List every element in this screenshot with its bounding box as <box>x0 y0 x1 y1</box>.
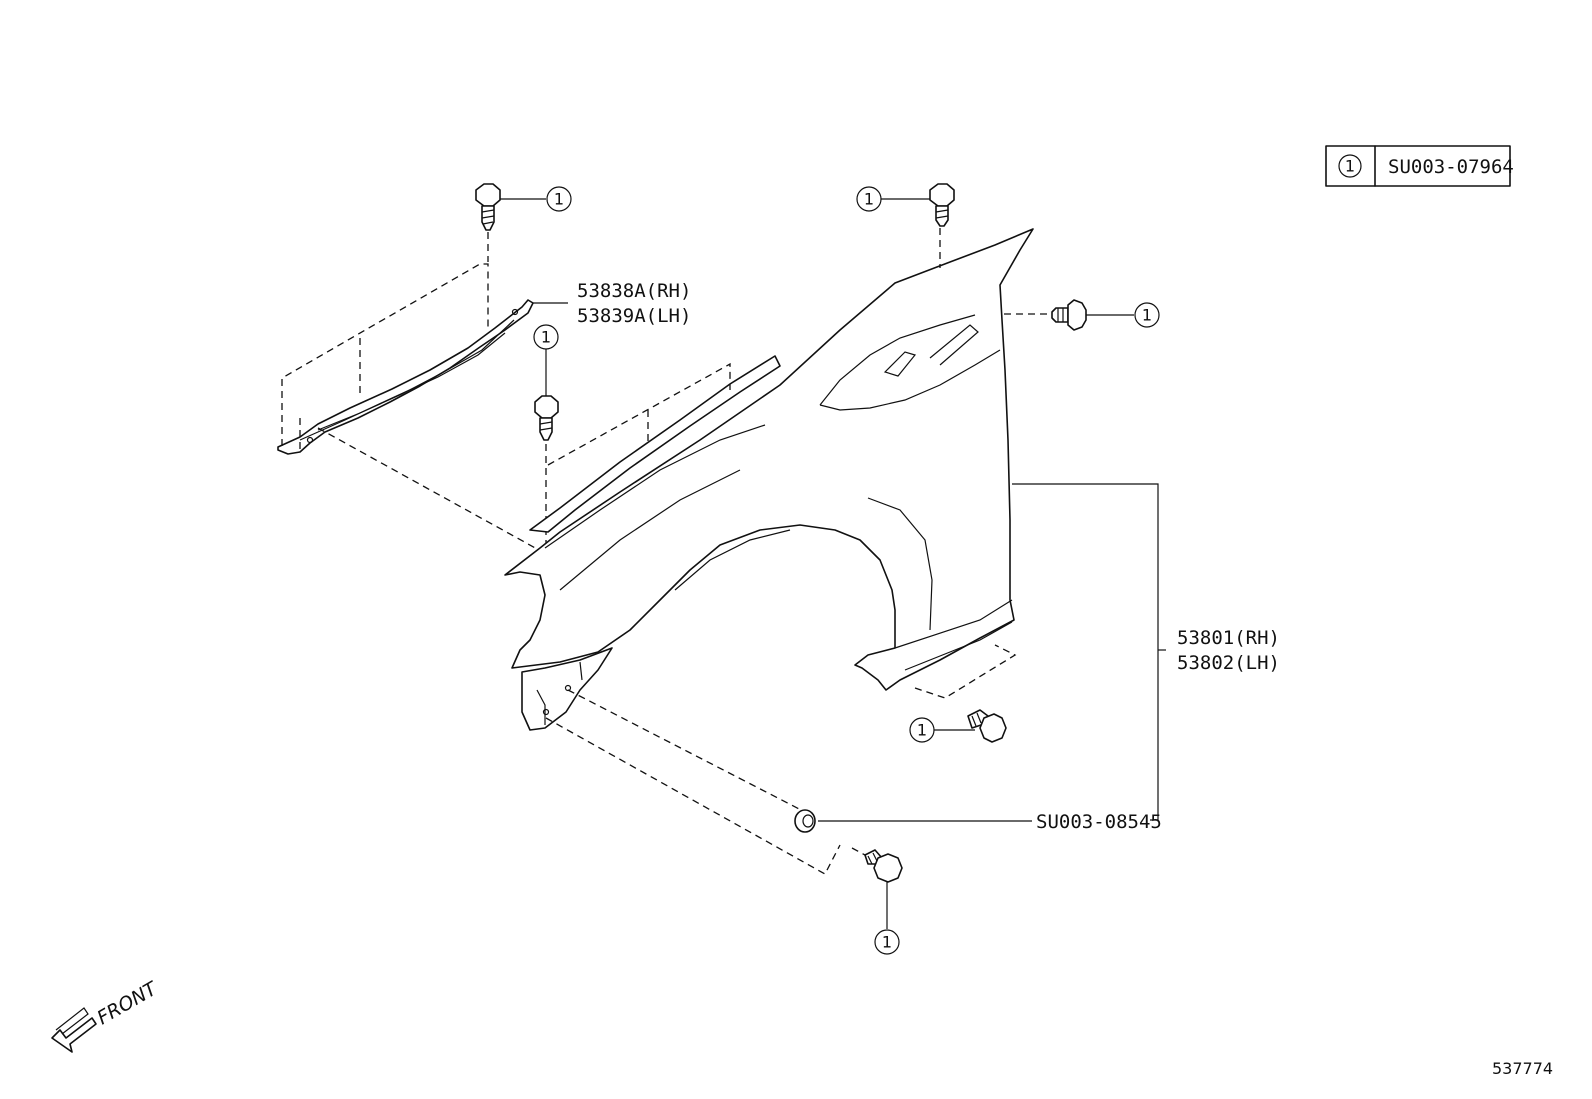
diagram-number: 537774 <box>1492 1059 1553 1078</box>
bolt-icon: 1 <box>909 709 1007 743</box>
fender-leader <box>1012 483 1166 821</box>
front-fender <box>504 228 1048 875</box>
legend-box: 1 SU003-07964 <box>1325 145 1514 187</box>
bolt-icon: 1 <box>851 847 903 955</box>
fender-bracket <box>277 263 568 556</box>
bracket-lh-label: 53839A(LH) <box>577 305 691 327</box>
callout-number: 1 <box>917 721 927 740</box>
bolt-icon: 1 <box>856 183 955 227</box>
callout-number: 1 <box>554 190 564 209</box>
clip-code-label: SU003-08545 <box>1036 811 1162 833</box>
bracket-rh-label: 53838A(RH) <box>577 280 691 302</box>
legend-ref-number: 1 <box>1345 157 1355 176</box>
bolt-icon: 1 <box>1051 299 1160 331</box>
clip-icon <box>794 809 1032 833</box>
bolt-icon: 1 <box>475 183 572 262</box>
legend-code: SU003-07964 <box>1388 156 1514 178</box>
callout-number: 1 <box>882 933 892 952</box>
fender-lh-label: 53802(LH) <box>1177 652 1280 674</box>
callout-number: 1 <box>864 190 874 209</box>
front-arrow-icon <box>51 1007 97 1053</box>
front-label: FRONT <box>94 977 162 1029</box>
bolt-icon: 1 <box>533 324 559 562</box>
callout-number: 1 <box>1142 306 1152 325</box>
callout-number: 1 <box>541 328 551 347</box>
fender-rh-label: 53801(RH) <box>1177 627 1280 649</box>
